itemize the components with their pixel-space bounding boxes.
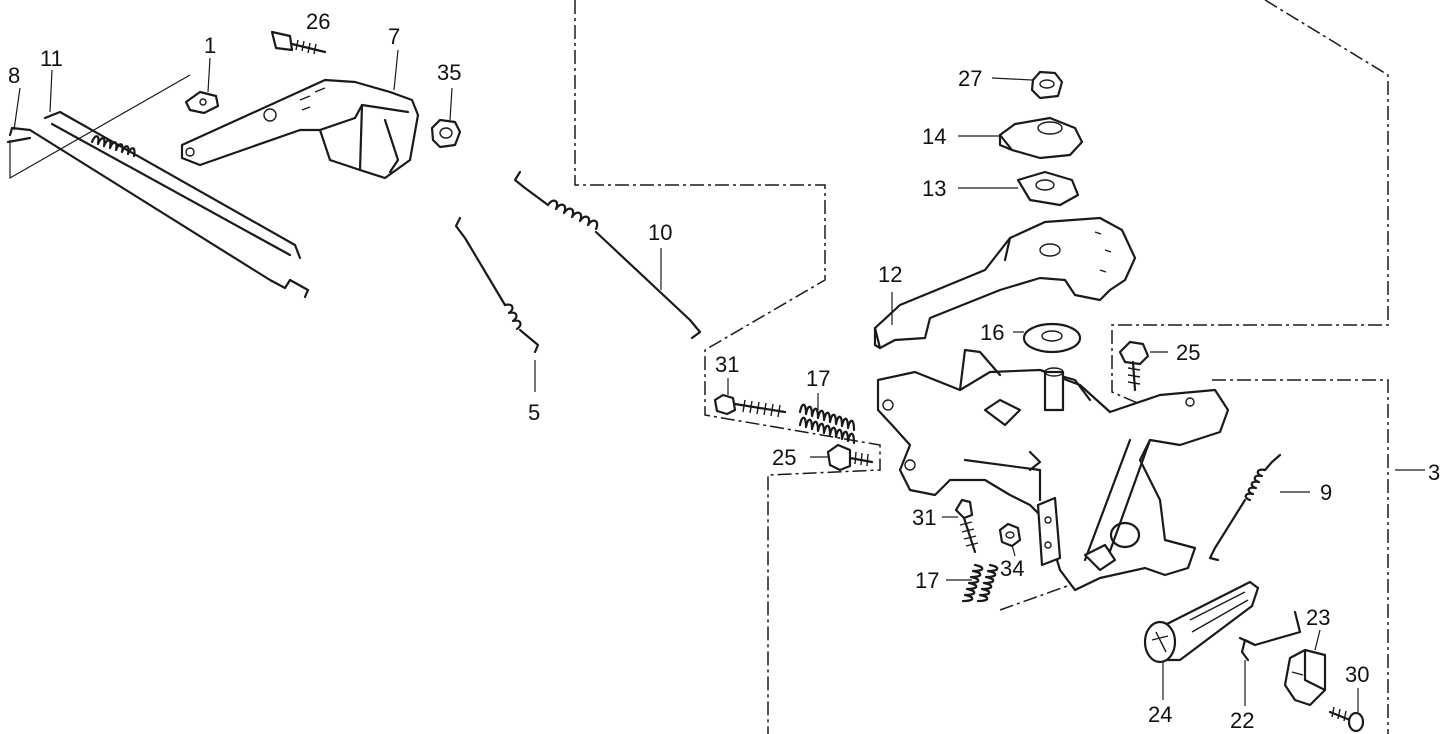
group-boundary-lines	[9, 0, 1425, 734]
cap-part-23	[1283, 648, 1327, 707]
screw-part-30	[1328, 706, 1365, 733]
callout-17-horizontal: 17	[806, 366, 830, 391]
callout-7: 7	[388, 24, 400, 49]
callout-30: 30	[1345, 662, 1369, 687]
callout-8: 8	[8, 63, 20, 88]
callout-26: 26	[306, 9, 330, 34]
spring-part-5	[454, 216, 540, 354]
callout-5: 5	[528, 400, 540, 425]
callout-22: 22	[1230, 708, 1254, 733]
spring-part-9	[1208, 453, 1282, 562]
spring-part-17-vertical	[961, 563, 999, 603]
callout-27: 27	[958, 66, 982, 91]
callout-23: 23	[1306, 605, 1330, 630]
callout-25-upper: 25	[1176, 340, 1200, 365]
callout-34: 34	[1000, 556, 1024, 581]
arm-part-12	[873, 216, 1137, 350]
governor-rod-8	[6, 126, 310, 299]
callout-labels: 1 3 5 7 8 9 10 11 12 13 14 16 17 17 22 2…	[8, 9, 1440, 733]
bolt-part-31-vertical	[954, 498, 979, 554]
bolt-part-25-upper	[1118, 340, 1150, 392]
callout-14: 14	[922, 124, 946, 149]
clip-part-22	[1238, 610, 1302, 662]
bracket-part-7	[180, 78, 420, 180]
throttle-rod-11	[43, 110, 302, 260]
callout-16: 16	[980, 320, 1004, 345]
callout-35: 35	[437, 60, 461, 85]
callout-24: 24	[1148, 702, 1172, 727]
callout-31-vertical: 31	[912, 505, 936, 530]
callout-31-horizontal: 31	[715, 352, 739, 377]
callout-13: 13	[922, 176, 946, 201]
callout-1: 1	[204, 33, 216, 58]
callout-3: 3	[1428, 460, 1440, 485]
plate-part-14	[998, 116, 1084, 160]
callout-9: 9	[1320, 480, 1332, 505]
bolt-part-26	[270, 30, 327, 55]
nut-part-35	[430, 118, 462, 149]
spring-part-17-horizontal	[798, 403, 856, 445]
nut-part-27	[1030, 70, 1064, 100]
washer-part-13	[1016, 170, 1080, 207]
bolt-part-31-horizontal	[713, 393, 787, 418]
leader-lines	[13, 49, 1359, 712]
spring-on-rod-11	[90, 135, 136, 158]
callout-25-lower: 25	[772, 445, 796, 470]
callout-17-vertical: 17	[915, 568, 939, 593]
grip-part-24	[1143, 580, 1260, 664]
governor-base-assembly	[876, 348, 1230, 592]
callout-11: 11	[40, 46, 63, 71]
callout-10: 10	[648, 220, 672, 245]
nut-part-34	[998, 522, 1022, 548]
washer-part-16	[1022, 322, 1082, 354]
callout-12: 12	[878, 262, 902, 287]
bolt-part-25-lower	[826, 443, 874, 472]
clip-part-1	[184, 90, 220, 115]
spring-part-10	[513, 170, 702, 340]
